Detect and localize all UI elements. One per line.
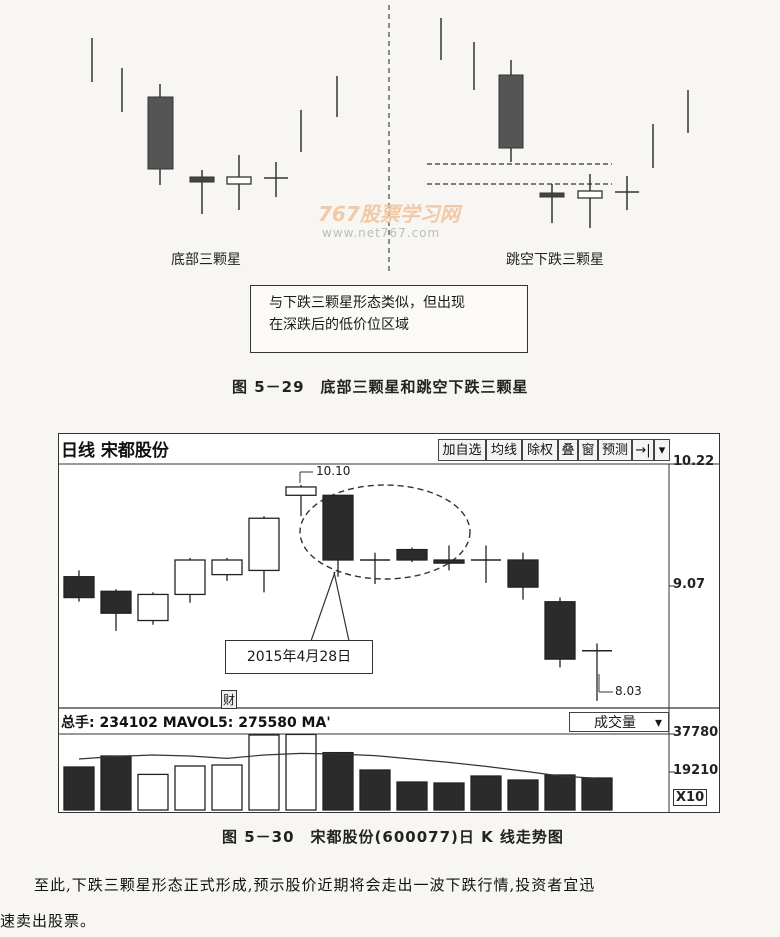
volume-indicator-select[interactable]: 成交量 ▾	[569, 712, 669, 732]
right-star-2	[577, 190, 603, 199]
right-pattern-label: 跳空下跌三颗星	[506, 252, 604, 268]
candle-body-0	[63, 576, 95, 599]
window-button[interactable]: 窗	[578, 439, 598, 461]
kline-chart-window: 日线 宋都股份 加自选 均线 除权 叠 窗 预测 →| ▾ 10.22 9.07…	[58, 433, 720, 813]
note-box: 与下跌三颗星形态类似，但出现 在深跌后的低价位区域	[250, 285, 528, 353]
volume-bar-2	[137, 773, 169, 811]
right-star-1	[539, 192, 565, 198]
date-callout: 2015年4月28日	[225, 640, 373, 674]
volume-bar-12	[507, 779, 539, 811]
note-line-2: 在深跌后的低价位区域	[269, 317, 409, 333]
paragraph-line-2: 速卖出股票。	[0, 912, 97, 930]
figure-5-29-caption: 图 5－29 底部三颗星和跳空下跌三颗星	[232, 378, 529, 396]
volume-bar-0	[63, 766, 95, 811]
volume-bar-3	[174, 765, 206, 811]
forecast-button[interactable]: 预测	[598, 439, 632, 461]
kline-svg	[59, 463, 719, 812]
note-line-1: 与下跌三颗星形态类似，但出现	[269, 295, 465, 311]
volume-axis-mid: 19210	[673, 763, 719, 778]
chart-title: 日线 宋都股份	[61, 441, 169, 461]
add-favorite-button[interactable]: 加自选	[438, 439, 486, 461]
watermark-url: www.net767.com	[322, 226, 441, 240]
volume-bar-1	[100, 755, 132, 811]
moving-average-button[interactable]: 均线	[486, 439, 522, 461]
candle-body-6	[285, 486, 317, 496]
candle-body-10	[433, 559, 465, 564]
paragraph-line-1: 至此,下跌三颗星形态正式形成,预示股价近期将会走出一波下跌行情,投资者宜迅	[34, 876, 596, 894]
figure-5-29: 767股票学习网 www.net767.com 底部三颗星 跳空下跌三颗星 与下…	[0, 0, 780, 396]
volume-bar-6	[285, 733, 317, 811]
overlay-button[interactable]: 叠	[558, 439, 578, 461]
ex-rights-button[interactable]: 除权	[522, 439, 558, 461]
figure-5-30-caption: 图 5－30 宋都股份(600077)日 K 线走势图	[222, 828, 564, 846]
volume-layer	[63, 733, 613, 811]
left-big-bear-candle	[147, 96, 174, 170]
candles-layer	[63, 484, 612, 701]
three-stars-diagram	[91, 5, 689, 272]
candle-body-1	[100, 590, 132, 614]
right-big-bear-candle	[498, 74, 524, 149]
volume-bar-7	[322, 751, 354, 811]
volume-bar-9	[396, 781, 428, 811]
volume-scale-badge: X10	[673, 789, 708, 806]
candle-body-3	[174, 559, 206, 596]
volume-bar-8	[359, 769, 391, 811]
volume-bar-4	[211, 764, 243, 811]
three-stars-highlight-ellipse	[299, 484, 471, 580]
volume-bar-14	[581, 777, 613, 811]
mavol5-line	[78, 752, 598, 779]
candle-body-13	[544, 601, 576, 660]
candle-body-7	[322, 494, 354, 561]
price-axis-top: 10.22	[673, 454, 715, 469]
left-pattern-label: 底部三颗星	[171, 252, 241, 268]
volume-bar-5	[248, 734, 280, 811]
volume-bar-11	[470, 775, 502, 811]
left-star-2	[226, 176, 252, 185]
volume-indicator-value: 成交量	[594, 715, 636, 731]
left-star-1	[189, 176, 215, 183]
candle-body-9	[396, 548, 428, 561]
volume-header: 总手: 234102 MAVOL5: 275580 MA'	[61, 715, 331, 731]
more-menu-button[interactable]: ▾	[654, 439, 670, 461]
watermark-brand: 767股票学习网	[318, 202, 460, 226]
price-axis-mid: 9.07	[673, 577, 706, 592]
chevron-down-icon: ▾	[654, 715, 662, 731]
jump-end-button[interactable]: →|	[632, 439, 654, 461]
candle-body-12	[507, 559, 539, 588]
candle-body-4	[211, 559, 243, 576]
volume-axis-top: 37780	[673, 725, 719, 740]
high-marker-label: 10.10	[316, 464, 351, 478]
candle-body-5	[248, 517, 280, 572]
finance-marker[interactable]: 财	[221, 690, 238, 709]
low-marker-label: 8.03	[615, 684, 642, 698]
volume-bar-13	[544, 774, 576, 811]
volume-bar-10	[433, 782, 465, 811]
callout-pointer	[310, 571, 350, 642]
candle-body-2	[137, 593, 169, 622]
